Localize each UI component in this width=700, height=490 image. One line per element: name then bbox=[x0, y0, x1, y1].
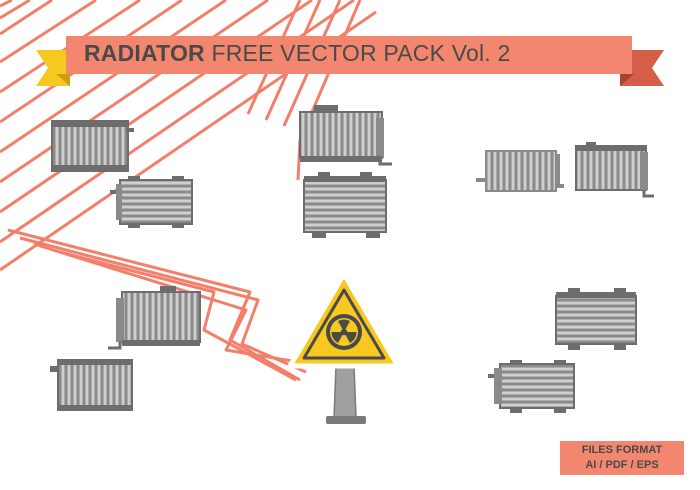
radiator-icon bbox=[110, 176, 193, 228]
radiator-icon bbox=[488, 360, 575, 413]
banner-title: RADIATOR FREE VECTOR PACK Vol. 2 bbox=[84, 36, 644, 70]
radiator-icon bbox=[303, 172, 387, 238]
radiator-icon bbox=[299, 105, 392, 166]
radiator-icon bbox=[50, 359, 133, 411]
radiator-icon bbox=[108, 286, 201, 350]
radiator-icon bbox=[555, 288, 637, 350]
files-format-line2: AI / PDF / EPS bbox=[585, 459, 659, 471]
radiator-icon bbox=[476, 150, 564, 192]
files-format-line1: FILES FORMAT bbox=[581, 444, 663, 456]
radiation-warning-icon bbox=[287, 271, 401, 424]
banner-title-bold: RADIATOR bbox=[84, 40, 205, 66]
title-ribbon bbox=[36, 36, 664, 86]
radiator-icon bbox=[51, 120, 134, 172]
banner-title-rest: FREE VECTOR PACK Vol. 2 bbox=[211, 40, 511, 66]
radiator-icon bbox=[575, 142, 654, 198]
files-format-badge: FILES FORMAT AI / PDF / EPS bbox=[560, 441, 684, 475]
